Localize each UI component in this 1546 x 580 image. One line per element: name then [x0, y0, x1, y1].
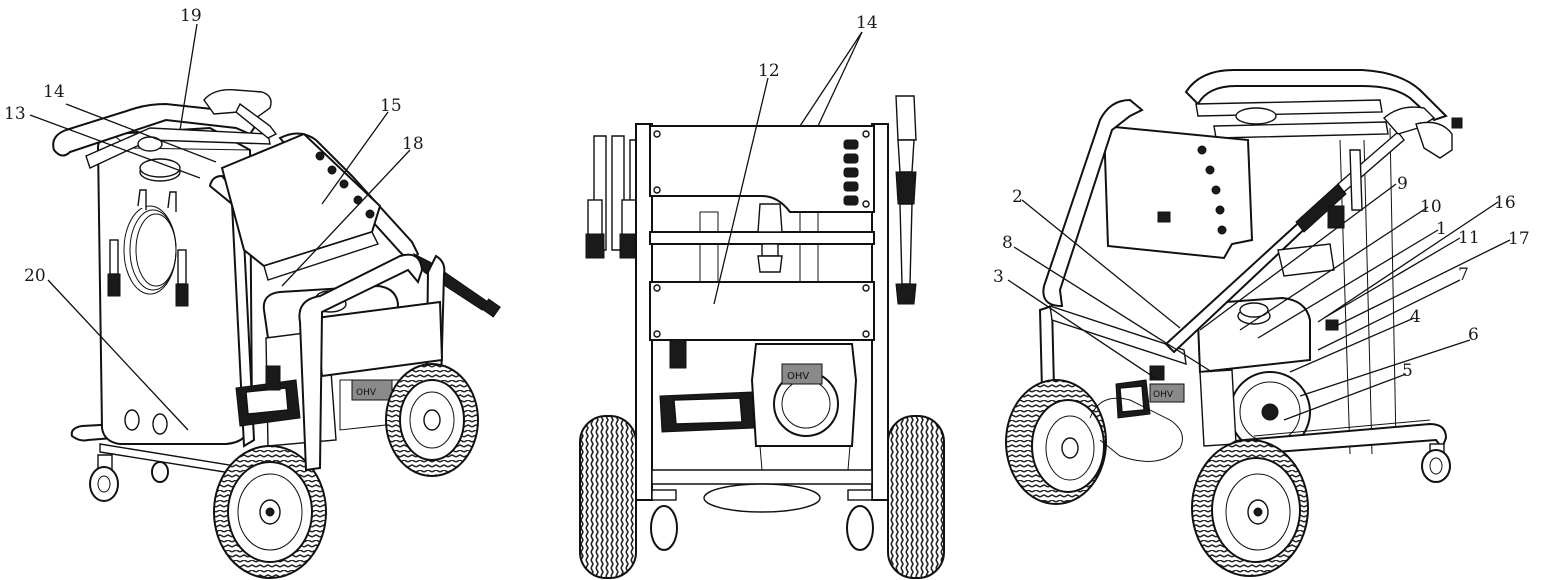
- left-rear-caster: [89, 454, 119, 502]
- callout-numbers: 19 14 13 15 18 20 14 12 2 8 3 9 10 1 11 …: [4, 6, 1530, 381]
- front-left-caster: [650, 489, 678, 551]
- front-view: OHV: [579, 95, 945, 579]
- front-hose-reel: [585, 135, 639, 259]
- right-pump: [1115, 365, 1165, 419]
- callout-12: 12: [758, 61, 780, 81]
- callout-1: 1: [1436, 219, 1447, 239]
- callout-18: 18: [402, 134, 424, 154]
- front-engine: OHV: [750, 343, 858, 471]
- right-rear-caster: [1421, 443, 1451, 483]
- front-left-wheel: [579, 415, 637, 579]
- callout-7: 7: [1458, 265, 1469, 285]
- right-engine-badge: OHV: [1153, 390, 1174, 400]
- front-spray-gun: [895, 95, 917, 305]
- front-hose-inlet: [757, 203, 783, 273]
- left-hose-reel: [107, 189, 189, 307]
- callout-2: 2: [1012, 187, 1023, 207]
- leader-lines: [29, 23, 1511, 431]
- right-front-frame: [1042, 98, 1144, 308]
- callout-16: 16: [1494, 193, 1516, 213]
- callout-14-front: 14: [856, 13, 878, 33]
- callout-14-left: 14: [43, 82, 65, 102]
- callout-17: 17: [1508, 229, 1530, 249]
- left-front-wheel: [213, 445, 327, 579]
- left-engine-badge: OHV: [356, 388, 377, 398]
- callout-20: 20: [24, 266, 46, 286]
- callout-19: 19: [180, 6, 202, 26]
- front-pump: [659, 339, 755, 433]
- front-top-panel: [649, 125, 875, 213]
- callout-4: 4: [1410, 307, 1421, 327]
- callout-11: 11: [1458, 228, 1480, 248]
- callout-15: 15: [380, 96, 402, 116]
- callout-8: 8: [1002, 233, 1013, 253]
- left-view: OHV: [52, 89, 501, 579]
- right-side-panel: [1102, 124, 1254, 260]
- callout-13: 13: [4, 104, 26, 124]
- callout-3: 3: [993, 267, 1004, 287]
- front-right-wheel: [887, 415, 945, 579]
- right-front-wheel: [1191, 439, 1309, 577]
- right-top-handle: [1184, 69, 1448, 122]
- right-view: OHV: [1005, 69, 1463, 577]
- right-spray-lance: [1164, 106, 1463, 354]
- callout-6: 6: [1468, 325, 1479, 345]
- front-right-caster: [846, 489, 874, 551]
- callout-9: 9: [1397, 174, 1408, 194]
- left-rear-wheel: [385, 363, 479, 477]
- left-pump: [235, 365, 301, 427]
- right-rear-wheel: [1005, 379, 1107, 505]
- front-engine-badge: OHV: [787, 371, 809, 382]
- callout-5: 5: [1402, 361, 1413, 381]
- callout-10: 10: [1420, 197, 1442, 217]
- front-middle-panel: [649, 281, 875, 341]
